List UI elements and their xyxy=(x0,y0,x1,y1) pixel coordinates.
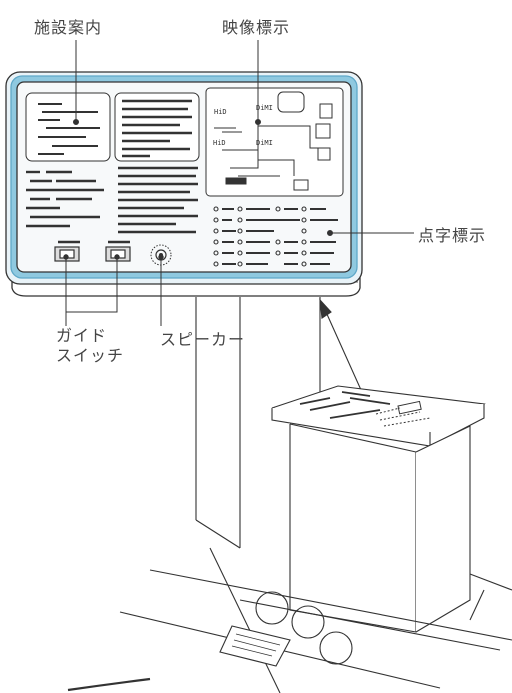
guide-switch-label-line2: スイッチ xyxy=(56,346,125,365)
facility-guide-label: 施設案内 xyxy=(34,18,103,37)
braille-display xyxy=(213,206,338,267)
screen-label-hid-top: HiD xyxy=(214,108,227,116)
screen-label-hid-bottom: HiD xyxy=(213,139,226,147)
guide-switches xyxy=(54,240,131,262)
speaker-label: スピーカー xyxy=(160,330,246,349)
video-display-label: 映像標示 xyxy=(222,18,291,37)
screen-labels: HiD HiD DiMI DiMI xyxy=(213,104,273,147)
guide-switch-label-line1: ガイド xyxy=(56,326,108,345)
panel-text-lines xyxy=(26,166,198,234)
kiosk-scene xyxy=(67,297,512,693)
braille-display-label: 点字標示 xyxy=(418,226,487,245)
guide-switch-label: ガイド スイッチ xyxy=(56,326,125,366)
facility-guide-box xyxy=(25,92,111,162)
video-display-screen xyxy=(205,87,344,197)
leader-lines xyxy=(63,40,414,326)
info-text-box xyxy=(114,92,200,162)
screen-label-dimi-bottom: DiMI xyxy=(256,139,273,147)
screen-label-dimi-top: DiMI xyxy=(256,104,273,112)
